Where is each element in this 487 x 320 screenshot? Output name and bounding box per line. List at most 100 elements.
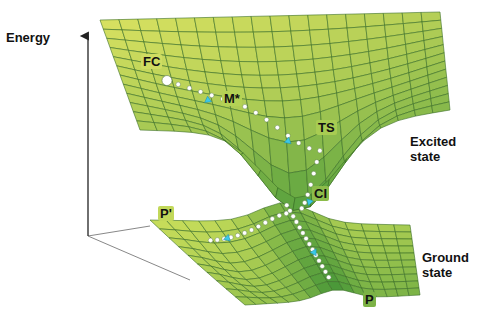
path-dot bbox=[235, 233, 240, 238]
surface-grid-cell bbox=[239, 62, 260, 76]
surface-grid-cell bbox=[260, 75, 280, 88]
surface-grid-cell bbox=[283, 100, 303, 118]
surface-grid-cell bbox=[262, 88, 282, 101]
path-dot bbox=[307, 242, 312, 247]
surface-grid-cell bbox=[202, 59, 223, 73]
surface-grid-cell bbox=[380, 116, 399, 128]
surface-grid-cell bbox=[244, 87, 264, 101]
point-label: CI bbox=[312, 186, 329, 201]
surface-grid-cell bbox=[345, 141, 364, 164]
path-dot bbox=[304, 236, 309, 241]
surface-grid-cell bbox=[278, 74, 298, 88]
surface-grid-cell bbox=[390, 267, 405, 275]
path-dot bbox=[187, 86, 192, 91]
surface-grid-cell bbox=[406, 281, 419, 289]
surface-grid-cell bbox=[280, 87, 300, 101]
path-dot bbox=[294, 220, 299, 225]
surface-grid-cell bbox=[258, 62, 279, 76]
surface-grid-cell bbox=[310, 29, 330, 45]
surface-grid-cell bbox=[235, 32, 256, 47]
surface-grid-cell bbox=[366, 238, 383, 246]
surface-grid-cell bbox=[224, 140, 244, 155]
path-dot bbox=[299, 206, 304, 211]
surface-grid-cell bbox=[218, 47, 239, 62]
path-dot bbox=[320, 264, 325, 269]
direction-arrow bbox=[310, 249, 316, 256]
surface-grid-cell bbox=[308, 15, 329, 31]
path-dot bbox=[284, 203, 289, 208]
reaction-path bbox=[162, 76, 331, 280]
surface-grid-cell bbox=[364, 231, 382, 239]
path-dot bbox=[249, 228, 254, 233]
surface-grid-cell bbox=[171, 124, 191, 132]
surface-grid-cell bbox=[377, 268, 392, 275]
path-dot bbox=[323, 269, 328, 274]
axis-label: Energy bbox=[4, 30, 52, 45]
surface-grid-cell bbox=[133, 112, 154, 123]
surface-grid-cell bbox=[138, 19, 160, 32]
path-dot bbox=[291, 214, 296, 219]
direction-arrow bbox=[284, 137, 291, 144]
surface-grid-cell bbox=[395, 232, 412, 239]
surface-grid-cell bbox=[394, 225, 411, 232]
surface-grid-cell bbox=[388, 260, 403, 267]
surface-grid-cell bbox=[242, 75, 263, 88]
surface-grid-cell bbox=[154, 123, 174, 132]
surface-grid-cell bbox=[380, 232, 397, 239]
surface-grid-cell bbox=[264, 101, 284, 118]
surface-grid-cell bbox=[178, 32, 199, 46]
surface-grid-cell bbox=[384, 246, 400, 253]
path-dot bbox=[176, 82, 181, 87]
surface-grid-cell bbox=[272, 31, 293, 47]
surface-grid-cell bbox=[253, 32, 274, 48]
path-dot bbox=[317, 258, 322, 263]
surface-grid-cell bbox=[408, 288, 421, 296]
point-label: M* bbox=[222, 91, 242, 106]
surface-grid-cell bbox=[237, 47, 258, 62]
surface-grid-cell bbox=[295, 59, 315, 74]
surface-grid-cell bbox=[397, 239, 413, 246]
surface-grid-cell bbox=[401, 260, 416, 267]
path-dot bbox=[208, 238, 213, 243]
surface-grid-cell bbox=[396, 289, 409, 297]
surface-grid-cell bbox=[119, 19, 141, 31]
surface-grid-cell bbox=[364, 13, 384, 26]
surface-grid-cell bbox=[213, 17, 234, 32]
path-dot bbox=[314, 160, 319, 165]
path-dot bbox=[242, 231, 247, 236]
surface-grid-cell bbox=[297, 72, 317, 87]
surface-grid-cell bbox=[258, 170, 278, 198]
path-dot bbox=[263, 220, 268, 225]
surface-grid-cell bbox=[383, 13, 403, 25]
surface-grid-cell bbox=[160, 31, 182, 45]
surface-grid-cell bbox=[197, 32, 218, 47]
surface-grid-cell bbox=[176, 18, 198, 32]
path-dot bbox=[270, 217, 275, 222]
path-dot bbox=[296, 141, 301, 146]
surface-grid-cell bbox=[157, 18, 179, 32]
surface-grid-cell bbox=[251, 16, 272, 32]
path-dot bbox=[297, 225, 302, 230]
surface-grid-cell bbox=[141, 31, 163, 44]
surface-grid-cell bbox=[327, 14, 347, 29]
path-dot bbox=[209, 93, 214, 98]
surface-grid-cell bbox=[293, 45, 313, 61]
path-dot bbox=[305, 192, 310, 197]
surface-grid-cell bbox=[137, 121, 158, 131]
franck-condon-point bbox=[162, 76, 172, 86]
path-dot bbox=[215, 238, 220, 243]
surface-grid-cell bbox=[397, 110, 416, 120]
surface-grid-cell bbox=[379, 275, 394, 282]
surface-grid-cell bbox=[385, 289, 399, 297]
surface-grid-cell bbox=[386, 253, 402, 260]
surface-grid-cell bbox=[311, 44, 331, 60]
surface-grid-cell bbox=[400, 253, 415, 260]
surface-grid-cell bbox=[414, 106, 432, 116]
path-dot bbox=[253, 110, 258, 115]
path-dot bbox=[326, 275, 331, 280]
state-label: Ground state bbox=[420, 250, 484, 280]
path-dot bbox=[307, 146, 312, 151]
surface-grid-cell bbox=[310, 179, 329, 207]
surface-grid-cell bbox=[328, 28, 348, 44]
